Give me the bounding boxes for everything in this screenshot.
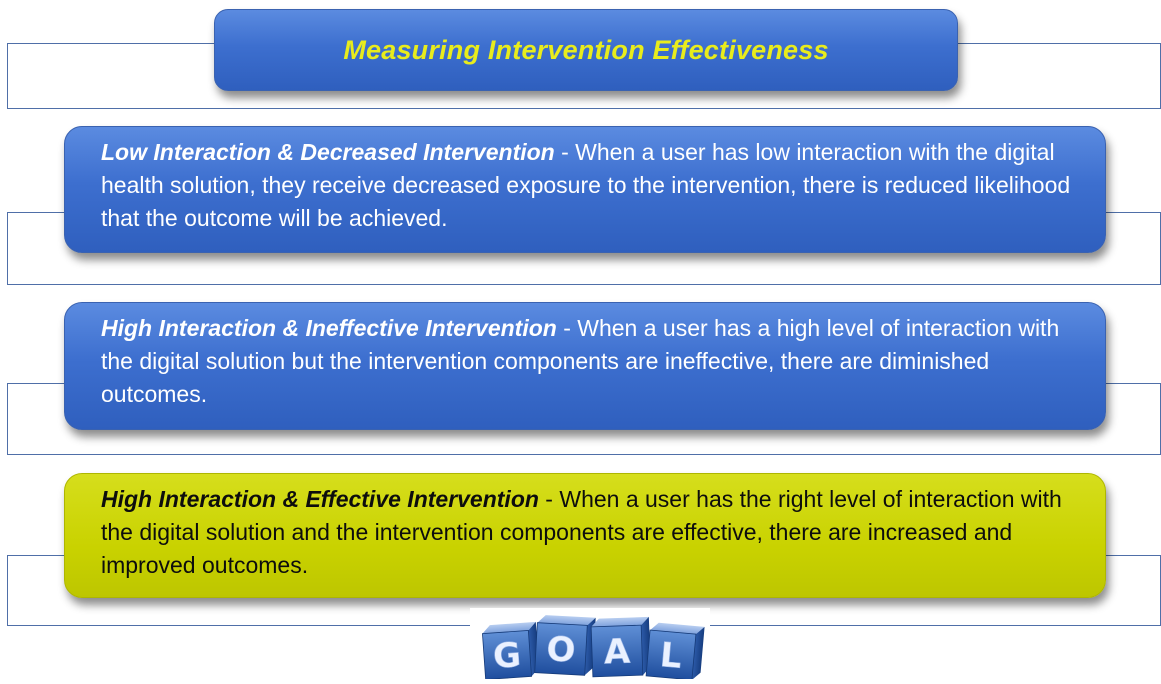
row-2-text: - When a user has a high level of intera… [101, 315, 1060, 407]
goal-cube-g: G [482, 621, 539, 680]
goal-letter-o: O [545, 629, 576, 670]
row-1-text: - When a user has low interaction with t… [101, 139, 1071, 231]
title-box: Measuring Intervention Effectiveness [214, 9, 958, 91]
row-1-lead: Low Interaction & Decreased Intervention [101, 139, 555, 165]
row-3-lead: High Interaction & Effective Interventio… [101, 486, 539, 512]
goal-cube-l: L [645, 622, 705, 681]
row-high-effective: High Interaction & Effective Interventio… [64, 473, 1106, 598]
page-title: Measuring Intervention Effectiveness [343, 34, 829, 65]
goal-letter-l: L [658, 635, 683, 677]
row-2-lead: High Interaction & Ineffective Intervent… [101, 315, 557, 341]
goal-cube-a: A [590, 616, 651, 678]
row-high-ineffective: High Interaction & Ineffective Intervent… [64, 302, 1106, 430]
row-low-interaction: Low Interaction & Decreased Intervention… [64, 126, 1106, 253]
goal-cube-o: O [534, 615, 596, 676]
goal-letter-g: G [492, 635, 523, 677]
goal-letter-a: A [603, 632, 631, 673]
row-3-text: - When a user has the right level of int… [101, 486, 1062, 578]
